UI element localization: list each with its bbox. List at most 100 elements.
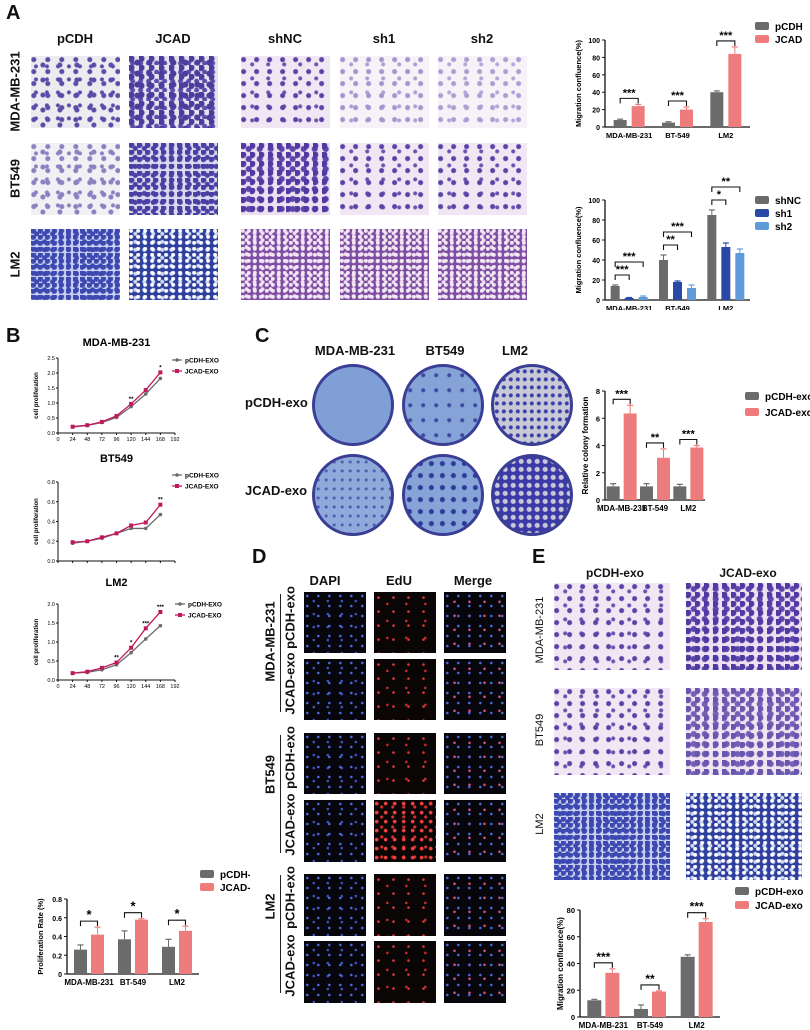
- micrograph-e-lm2-jcad: [686, 793, 802, 880]
- d-row-label-bt549-pcdh: pCDH-exo: [282, 726, 298, 789]
- fluor-lm2-pcdh-edu: [374, 874, 436, 936]
- svg-text:***: ***: [142, 621, 150, 627]
- svg-text:72: 72: [99, 437, 105, 443]
- svg-text:60: 60: [567, 933, 575, 942]
- svg-text:0.0: 0.0: [47, 678, 55, 684]
- svg-text:0.2: 0.2: [52, 953, 62, 960]
- d-col-header-edu: EdU: [386, 573, 412, 588]
- e-row-label-lm2: LM2: [534, 813, 546, 835]
- svg-text:sh1: sh1: [775, 209, 793, 220]
- svg-text:**: **: [722, 176, 731, 188]
- svg-text:**: **: [666, 234, 675, 246]
- svg-text:72: 72: [99, 684, 105, 690]
- svg-text:192: 192: [170, 437, 179, 443]
- d-row-label-lm2-pcdh: pCDH-exo: [282, 866, 298, 929]
- micrograph-a-bt549-pcdh: [31, 143, 120, 215]
- micrograph-a-bt549-jcad: [129, 143, 218, 215]
- svg-text:pCDH-EXO: pCDH-EXO: [185, 358, 219, 365]
- svg-text:cell proliferation: cell proliferation: [34, 618, 40, 665]
- svg-text:2.5: 2.5: [47, 356, 55, 362]
- svg-text:MDA-MB-231: MDA-MB-231: [579, 1021, 629, 1030]
- svg-text:6: 6: [596, 414, 600, 423]
- svg-text:192: 192: [170, 684, 179, 690]
- col-header-jcad: JCAD: [155, 31, 191, 46]
- d-group-label-mda: MDA-MB-231: [262, 601, 278, 682]
- e-col-header-jcad: JCAD-exo: [719, 566, 777, 580]
- svg-text:**: **: [158, 498, 163, 504]
- svg-text:144: 144: [141, 437, 150, 443]
- svg-text:0.0: 0.0: [47, 559, 55, 563]
- panel-label-c: C: [255, 325, 270, 347]
- micrograph-e-lm2-pcdh: [554, 793, 670, 880]
- svg-text:0.4: 0.4: [47, 520, 55, 526]
- svg-text:60: 60: [592, 73, 600, 80]
- svg-text:80: 80: [567, 906, 575, 915]
- micrograph-a-lm2-sh1: [340, 229, 429, 300]
- svg-text:48: 48: [84, 437, 90, 443]
- svg-text:168: 168: [156, 437, 165, 443]
- svg-text:Proliferation Rate (%): Proliferation Rate (%): [36, 898, 45, 975]
- svg-text:0.5: 0.5: [47, 416, 55, 422]
- svg-text:0: 0: [58, 972, 62, 979]
- micrograph-a-mda-sh2: [438, 56, 527, 128]
- svg-text:LM2: LM2: [106, 577, 128, 589]
- d-group-label-bt549: BT549: [262, 754, 278, 795]
- svg-text:**: **: [645, 972, 655, 986]
- svg-text:*: *: [159, 365, 162, 371]
- fluor-mda-pcdh-edu: [374, 592, 436, 653]
- svg-text:*: *: [174, 906, 180, 921]
- row-label-lm2: LM2: [7, 251, 23, 278]
- micrograph-e-bt549-pcdh: [554, 688, 670, 775]
- svg-text:MDA-MB-231: MDA-MB-231: [64, 978, 114, 987]
- row-label-bt549: BT549: [7, 158, 23, 199]
- chart-b-lm2: LM20.00.51.01.52.0024487296120144168192t…: [34, 577, 222, 690]
- svg-text:96: 96: [113, 437, 119, 443]
- svg-text:LM2: LM2: [169, 978, 186, 987]
- svg-text:Relative colony formation: Relative colony formation: [581, 396, 590, 494]
- svg-text:***: ***: [616, 264, 630, 276]
- micrograph-e-mda-pcdh: [554, 583, 670, 670]
- svg-text:Migration confluence(%): Migration confluence(%): [574, 39, 583, 127]
- svg-text:LM2: LM2: [718, 304, 733, 310]
- svg-text:0.4: 0.4: [52, 935, 62, 942]
- svg-text:0: 0: [596, 298, 600, 305]
- fluor-lm2-jcad-merge: [444, 941, 506, 1003]
- micrograph-a-mda-sh1: [340, 56, 429, 128]
- fluor-mda-jcad-merge: [444, 659, 506, 720]
- micrograph-a-lm2-pcdh: [31, 229, 120, 300]
- svg-text:144: 144: [141, 684, 150, 690]
- svg-text:BT-549: BT-549: [642, 504, 669, 513]
- svg-text:2.0: 2.0: [47, 602, 55, 608]
- svg-text:MDA-MB-231: MDA-MB-231: [83, 337, 151, 349]
- svg-text:*: *: [130, 899, 136, 914]
- svg-text:80: 80: [592, 55, 600, 62]
- svg-text:168: 168: [156, 684, 165, 690]
- svg-text:0: 0: [56, 437, 59, 443]
- svg-text:0: 0: [596, 125, 600, 132]
- d-divider-lm2: [280, 875, 281, 993]
- panel-label-a: A: [6, 2, 21, 24]
- micrograph-e-mda-jcad: [686, 583, 802, 670]
- fluor-lm2-jcad-edu: [374, 941, 436, 1003]
- d-col-header-merge: Merge: [453, 573, 493, 588]
- svg-text:MDA-MB-231: MDA-MB-231: [606, 131, 652, 140]
- d-row-label-mda-pcdh: pCDH-exo: [282, 586, 298, 649]
- svg-text:cell proliferation: cell proliferation: [34, 372, 40, 419]
- col-header-shnc: shNC: [268, 31, 302, 46]
- svg-text:1.5: 1.5: [47, 621, 55, 627]
- svg-text:MDA-MB-231: MDA-MB-231: [597, 504, 647, 513]
- micrograph-a-bt549-sh1: [340, 143, 429, 215]
- fluor-lm2-pcdh-dapi: [304, 874, 366, 936]
- svg-text:***: ***: [682, 429, 696, 441]
- colony-dish-bt549-jcad: [402, 454, 484, 536]
- svg-text:***: ***: [623, 251, 637, 263]
- svg-text:*: *: [86, 907, 92, 922]
- svg-text:***: ***: [596, 950, 610, 964]
- chart-b-bt549: BT5490.00.20.40.60.802448729612014416819…: [34, 453, 219, 563]
- svg-text:20: 20: [567, 986, 575, 995]
- fluor-bt549-jcad-edu: [374, 800, 436, 862]
- svg-text:pCDH-EXO: pCDH-EXO: [188, 602, 222, 609]
